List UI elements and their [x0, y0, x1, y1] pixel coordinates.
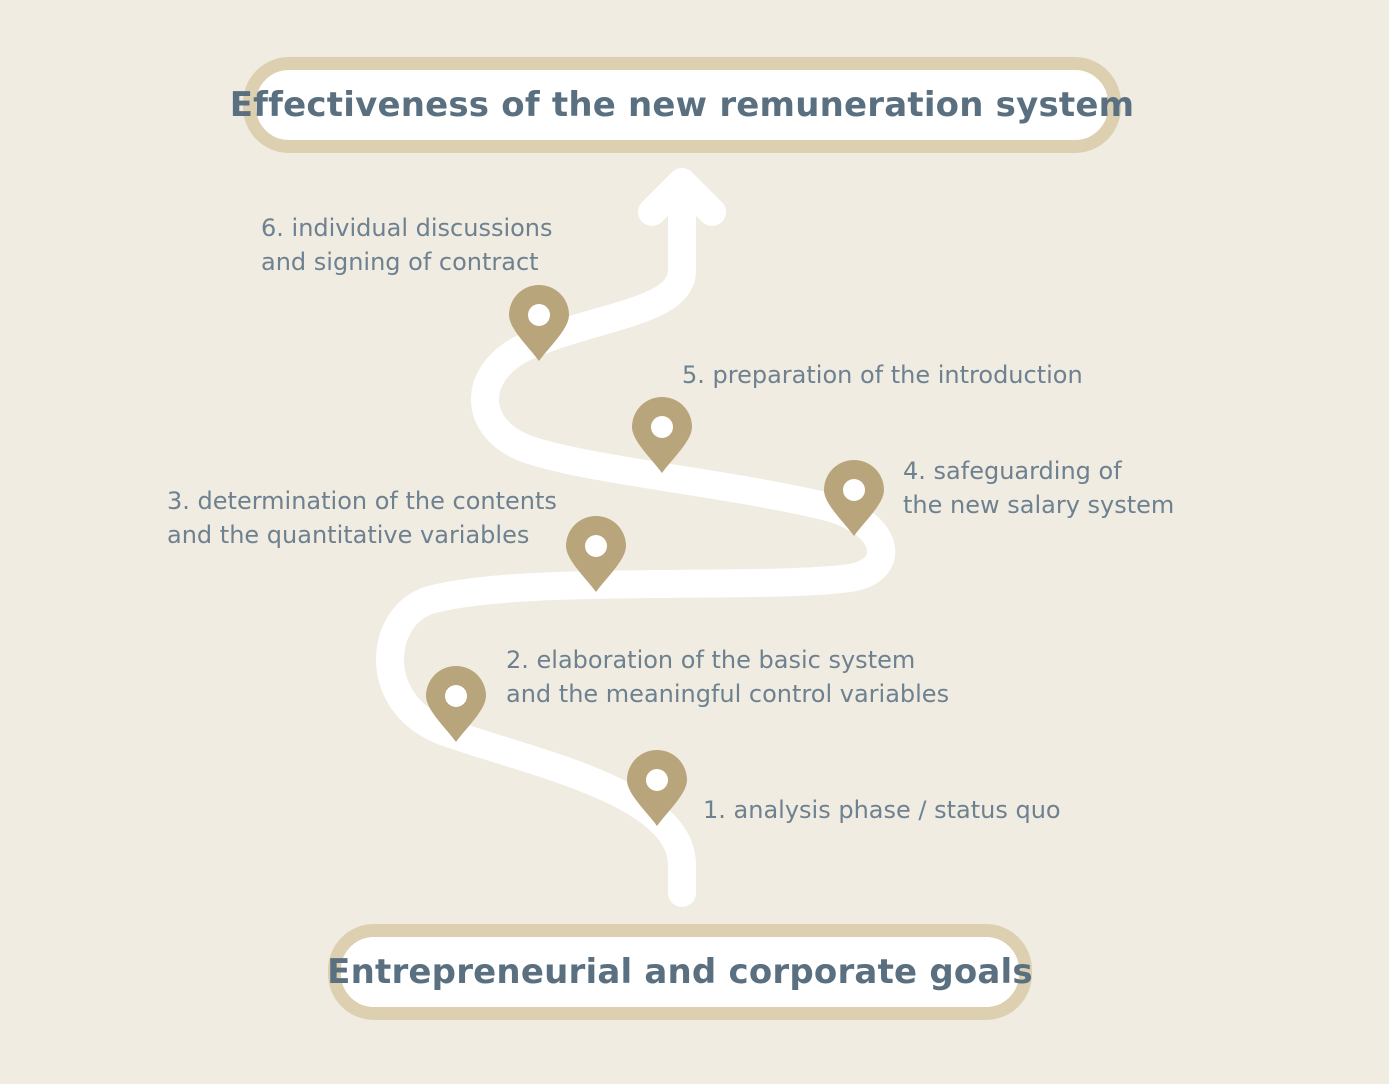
- top-goal-box: Effectiveness of the new remuneration sy…: [230, 57, 1134, 153]
- step-5-label: 5. preparation of the introduction: [682, 358, 1083, 392]
- step-2-line-2: and the meaningful control variables: [506, 680, 950, 708]
- step-3-label: 3. determination of the contents and the…: [167, 484, 557, 552]
- top-goal-title: Effectiveness of the new remuneration sy…: [229, 85, 1135, 125]
- map-pin-icon: [824, 460, 884, 536]
- map-pin-icon: [426, 666, 486, 742]
- step-4-label: 4. safeguarding of the new salary system: [903, 454, 1174, 522]
- step-1-label: 1. analysis phase / status quo: [703, 793, 1061, 827]
- step-1-line-1: 1. analysis phase / status quo: [703, 796, 1061, 824]
- step-2-label: 2. elaboration of the basic system and t…: [506, 643, 949, 711]
- map-pin-icon: [509, 285, 569, 361]
- winding-road: [376, 182, 896, 907]
- map-pin-icon: [632, 397, 692, 473]
- bottom-goal-box: Entrepreneurial and corporate goals: [327, 924, 1033, 1020]
- bottom-goal-title: Entrepreneurial and corporate goals: [327, 952, 1033, 992]
- map-pin-icon: [566, 516, 626, 592]
- step-6-line-2: and signing of contract: [261, 248, 539, 276]
- map-pin-icon: [627, 750, 687, 826]
- step-6-label: 6. individual discussions and signing of…: [261, 211, 553, 279]
- step-2-line-1: 2. elaboration of the basic system: [506, 646, 916, 674]
- step-5-line-1: 5. preparation of the introduction: [682, 361, 1083, 389]
- arrow-up-icon: [638, 168, 726, 226]
- step-3-line-2: and the quantitative variables: [167, 521, 530, 549]
- step-4-line-1: 4. safeguarding of: [903, 457, 1122, 485]
- step-3-line-1: 3. determination of the contents: [167, 487, 557, 515]
- step-6-line-1: 6. individual discussions: [261, 214, 553, 242]
- step-4-line-2: the new salary system: [903, 491, 1175, 519]
